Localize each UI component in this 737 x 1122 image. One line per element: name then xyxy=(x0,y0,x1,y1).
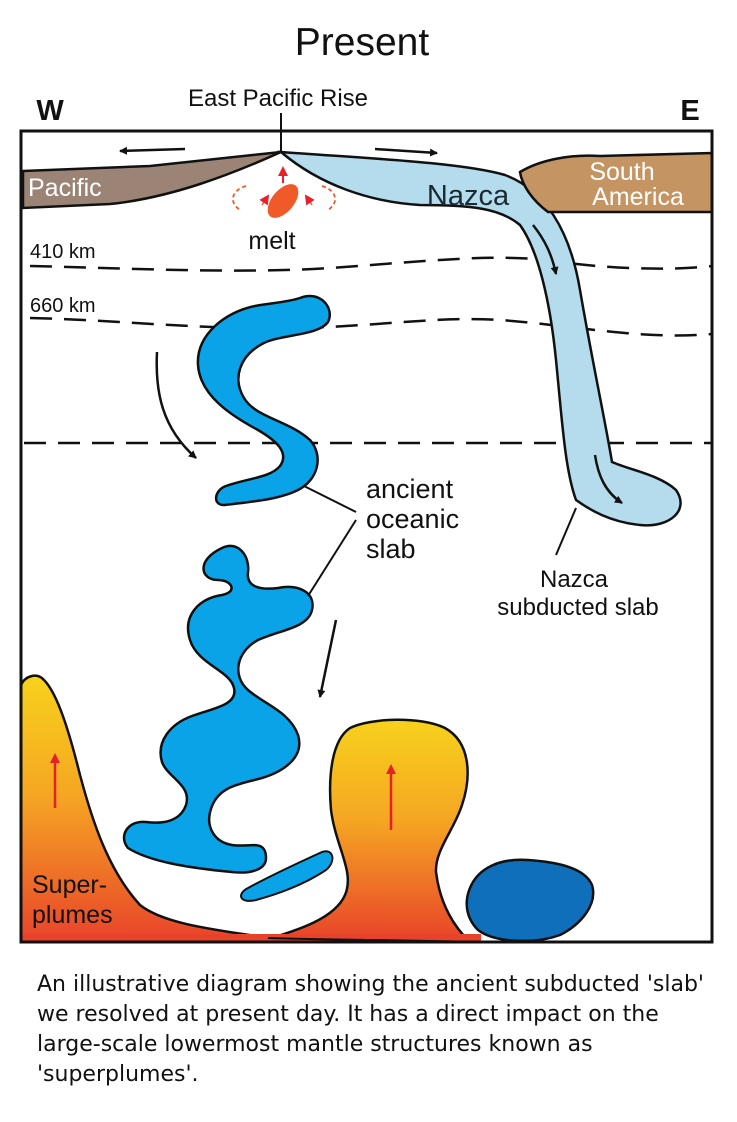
slab-sinking-arrow-upper xyxy=(155,351,197,459)
dense-slab-blob xyxy=(465,858,595,942)
melt-label: melt xyxy=(248,227,295,255)
melt-flow-left xyxy=(232,185,247,211)
section-frame xyxy=(19,129,714,944)
cmb-layer xyxy=(21,934,481,942)
discontinuity-410 xyxy=(29,256,713,272)
pacific-motion-arrow xyxy=(119,146,186,155)
ancient-slab-pointer-lower xyxy=(307,519,357,597)
ancient-slab-lower xyxy=(122,544,314,874)
west-label: W xyxy=(36,95,64,127)
nazca-motion-arrow xyxy=(374,147,438,157)
nazca-slab-arrow-lower xyxy=(593,454,623,505)
slab-sinking-arrow-lower xyxy=(317,619,338,698)
ancient-slab-pointer-upper xyxy=(303,485,357,513)
superplume-left xyxy=(21,674,301,942)
melt-body xyxy=(267,184,299,218)
nazca-slab-pointer xyxy=(555,507,577,556)
superplume-center xyxy=(257,718,472,942)
mantle-cross-section-diagram: Present W E East Pacific Rise 410 km 660… xyxy=(19,21,714,944)
ancient-slab-label-line3: slab xyxy=(366,534,416,564)
pacific-plate xyxy=(21,150,282,210)
diagram-title: Present xyxy=(295,21,430,64)
depth-660-label: 660 km xyxy=(30,295,96,317)
east-label: E xyxy=(680,95,699,127)
melt-side-arrow-left xyxy=(259,194,270,206)
discontinuity-660 xyxy=(29,316,713,337)
ancient-slab-upper xyxy=(196,294,331,507)
ancient-slab-label-line1: ancient xyxy=(366,474,454,504)
superplumes-label-line1: Super- xyxy=(32,871,107,899)
figure-caption: An illustrative diagram showing the anci… xyxy=(37,972,704,1087)
south-america-plate xyxy=(518,151,714,214)
melt-flow-right xyxy=(321,185,336,211)
pacific-label: Pacific xyxy=(28,174,102,202)
nazca-slab-arrow-upper xyxy=(532,224,559,275)
depth-410-label: 410 km xyxy=(30,241,96,263)
nazca-label: Nazca xyxy=(427,180,510,212)
ancient-slab-label-line2: oceanic xyxy=(366,504,459,534)
melt-side-arrow-right xyxy=(304,194,315,206)
nazca-slab-label-line2: subducted slab xyxy=(497,594,658,621)
ancient-slab-fragment xyxy=(240,850,334,902)
superplumes-label-line2: plumes xyxy=(32,901,113,929)
nazca-slab-label-line1: Nazca xyxy=(540,566,609,593)
south-america-label-line2: America xyxy=(592,183,684,211)
ridge-label: East Pacific Rise xyxy=(188,85,368,112)
south-america-label-line1: South xyxy=(589,158,654,186)
